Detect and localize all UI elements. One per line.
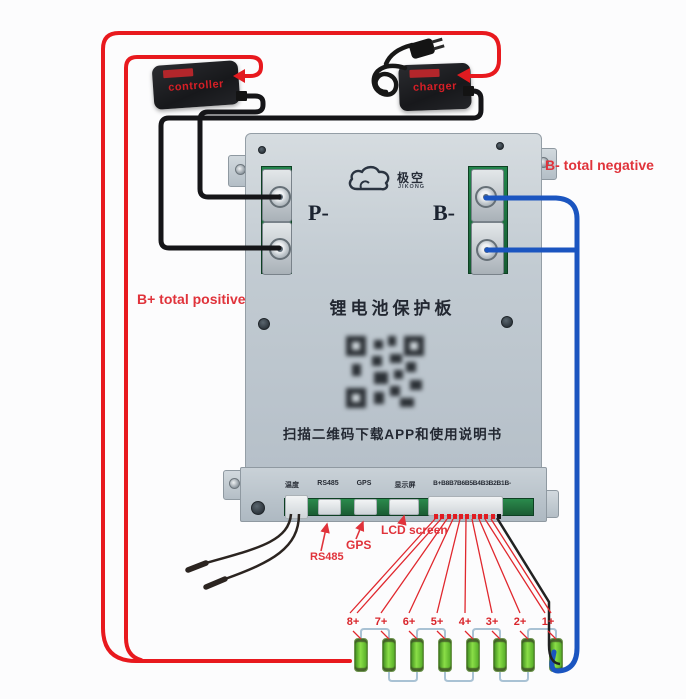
balance-connector xyxy=(428,496,503,516)
bms-board: P- B- 极空 JIKONG 锂电池保护板 扫描二维码下载APP xyxy=(223,133,559,522)
rs485-callout-arrow xyxy=(320,522,330,552)
port-label-rs485: RS485 xyxy=(317,480,339,487)
battery-label: 2+ xyxy=(513,616,527,628)
battery-label: 8+ xyxy=(346,616,360,628)
lcd-callout: LCD screen xyxy=(381,523,448,537)
board-title: 锂电池保护板 xyxy=(329,299,456,318)
gps-connector xyxy=(354,499,377,515)
gps-callout-arrow xyxy=(355,520,365,540)
p-minus-label: P- xyxy=(308,200,329,225)
battery-label: 6+ xyxy=(402,616,416,628)
battery-cell xyxy=(466,638,480,672)
b-minus-label: B- xyxy=(433,200,455,225)
battery-cell xyxy=(493,638,507,672)
temp-connector xyxy=(285,495,308,519)
jikong-cloud-logo-icon xyxy=(348,165,390,191)
bottom-screw-left xyxy=(251,501,265,515)
charger-ac-cable xyxy=(383,42,415,67)
balance-pins xyxy=(434,514,501,519)
corner-hole-left xyxy=(258,146,266,154)
battery-cell xyxy=(549,638,563,672)
port-label-temp: 温度 xyxy=(285,482,299,489)
rs485-callout: RS485 xyxy=(310,551,344,563)
p-minus-screw-1 xyxy=(269,186,291,208)
battery-cell xyxy=(354,638,368,672)
mount-hole-bottom-left xyxy=(229,478,240,489)
p-minus-screw-2 xyxy=(269,238,291,260)
qr-code xyxy=(346,336,424,408)
port-label-gps: GPS xyxy=(356,480,372,487)
port-label-display: 显示屏 xyxy=(394,482,416,489)
battery-label: 7+ xyxy=(374,616,388,628)
total-positive-label: B+ total positive xyxy=(137,291,246,307)
controller-positive-wire xyxy=(124,55,263,662)
charger-brand-badge xyxy=(409,68,440,78)
battery-label: 4+ xyxy=(458,616,472,628)
qr-caption: 扫描二维码下载APP和使用说明书 xyxy=(282,427,503,442)
b-minus-screw-1 xyxy=(475,186,497,208)
temp-probe-wires xyxy=(205,513,301,581)
total-negative-label: B- total negative xyxy=(545,157,654,173)
side-screw-left xyxy=(258,318,270,330)
b-minus-screw-2 xyxy=(476,239,498,261)
battery-label: 3+ xyxy=(485,616,499,628)
battery-label: 5+ xyxy=(430,616,444,628)
display-connector xyxy=(389,499,419,515)
controller-device: controller xyxy=(151,60,241,110)
corner-hole-right xyxy=(496,142,504,150)
gps-callout: GPS xyxy=(346,538,372,552)
port-label-balance: B+B8B7B6B5B4B3B2B1B- xyxy=(433,480,511,487)
battery-cell xyxy=(410,638,424,672)
rs485-connector xyxy=(318,499,341,515)
battery-cell xyxy=(438,638,452,672)
controller-label: controller xyxy=(167,78,225,94)
ac-plug-icon xyxy=(409,37,445,59)
battery-cell xyxy=(382,638,396,672)
charger-device: charger xyxy=(398,62,472,112)
charger-label: charger xyxy=(412,80,458,94)
temp-probe-tips xyxy=(185,560,228,590)
logo-text-en: JIKONG xyxy=(398,184,426,190)
controller-brand-badge xyxy=(162,68,194,79)
battery-label: 1+ xyxy=(541,616,555,628)
battery-cell xyxy=(521,638,535,672)
